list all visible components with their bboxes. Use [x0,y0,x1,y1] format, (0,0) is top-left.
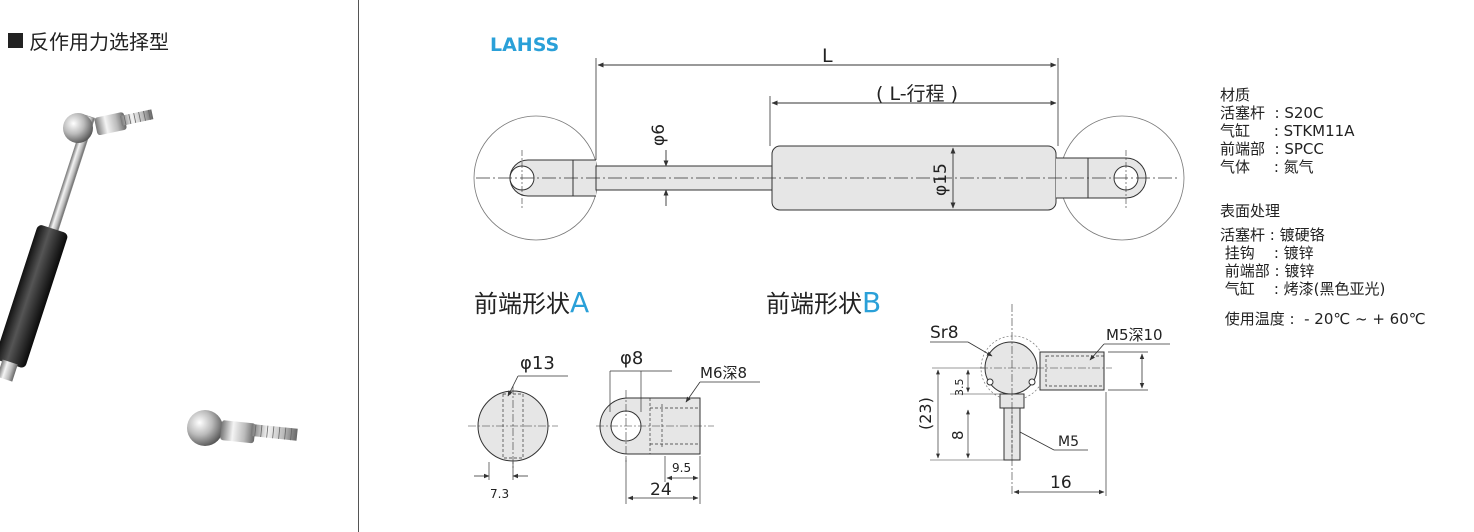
shape-a-letter: A [570,286,589,319]
material-row: 气缸 : STKM11A [1220,122,1355,140]
dim-b-sr: Sr8 [930,323,959,343]
surface-title: 表面处理 [1220,202,1281,220]
dim-rod-dia: φ6 [649,124,669,146]
product-panel: 反作用力选择型 [0,0,358,532]
shape-a-prefix: 前端形状 [474,290,570,318]
material-row: 活塞杆 : S20C [1220,104,1324,122]
surface-row: 气缸 : 烤漆(黑色亚光) [1220,280,1386,298]
material-row: 前端部 : SPCC [1220,140,1324,158]
shape-a-title: 前端形状A [474,286,589,319]
dim-b-h23: (23) [916,397,935,430]
dim-body-dia: φ15 [931,163,951,196]
material-title: 材质 [1220,86,1251,104]
spec-panel: 材质 活塞杆 : S20C 气缸 : STKM11A 前端部 : SPCC 气体… [1220,86,1426,328]
dim-b-w16: 16 [1050,473,1072,493]
material-row: 气体 : 氮气 [1220,158,1314,176]
dim-b-thread: M5深10 [1106,326,1163,344]
dim-a-w95: 9.5 [672,461,691,475]
shape-b-title: 前端形状B [766,286,881,319]
dim-L: L [822,45,833,67]
dim-a-thread: M6深8 [700,364,747,382]
section-title: 反作用力选择型 [8,26,169,55]
surface-row: 挂钩 : 镀锌 [1220,244,1314,262]
dim-a-w24: 24 [650,480,672,500]
gas-spring-photo [0,109,298,446]
dim-stroke: ( L-行程 ) [876,83,958,105]
surface-row: 活塞杆 : 镀硬铬 [1220,226,1325,244]
shape-a-drawing [468,370,760,504]
dim-b-h8: 8 [949,430,967,440]
surface-row: 前端部 : 镀锌 [1220,262,1315,280]
dim-b-h35: 3.5 [953,379,966,397]
square-bullet-icon [8,33,23,48]
dim-a-w73: 7.3 [490,487,509,501]
shape-b-prefix: 前端形状 [766,290,862,318]
section-title-text: 反作用力选择型 [29,30,169,54]
model-label: LAHSS [490,34,559,56]
dim-b-m5: M5 [1058,434,1079,450]
shape-b-letter: B [862,286,881,319]
shape-b-drawing [930,304,1170,496]
dim-a-d8: φ8 [620,348,643,369]
main-drawing [473,58,1185,241]
vertical-divider [358,0,359,532]
dim-a-d13: φ13 [520,353,555,374]
temperature-range: 使用温度 : - 20℃ ~ + 60℃ [1220,310,1426,328]
